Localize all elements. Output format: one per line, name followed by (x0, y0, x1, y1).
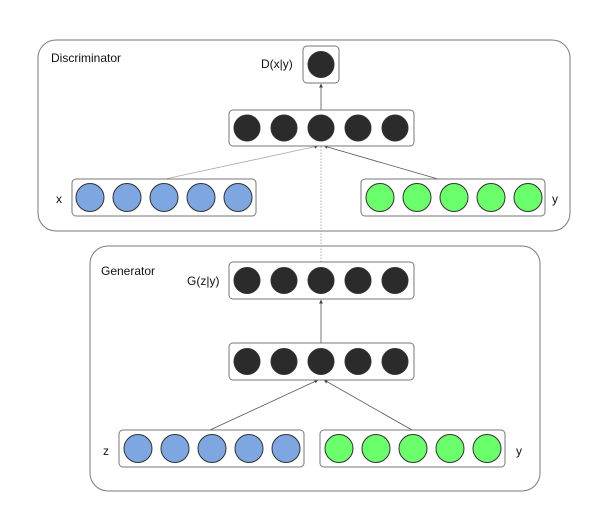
disc-x-node (75, 183, 105, 212)
disc-y-node (513, 183, 543, 212)
gen-z-node (271, 434, 301, 463)
gen-input-y-nodes (324, 434, 502, 463)
disc-hidden-node (344, 114, 372, 142)
disc-output-label: D(x|y) (261, 57, 293, 71)
gen-input-z-nodes (123, 434, 301, 463)
gen-output-node (381, 267, 409, 294)
disc-hidden-nodes (233, 114, 409, 142)
disc-input-y-label: y (552, 192, 558, 206)
gen-input-y-label: y (516, 444, 522, 458)
gen-hidden-node (270, 348, 298, 375)
gen-hidden-nodes (233, 348, 409, 375)
disc-y-node (476, 183, 506, 212)
gen-z-node (160, 434, 190, 463)
gen-y-node (398, 434, 428, 463)
edge-y-to-disc-hidden (323, 145, 439, 180)
gen-output-node (344, 267, 372, 294)
gen-hidden-node (233, 348, 261, 375)
disc-x-node (112, 183, 142, 212)
connections (164, 83, 439, 431)
gen-output-node (233, 267, 261, 294)
gen-z-node (197, 434, 227, 463)
edge-z-to-gen-hidden (209, 379, 319, 431)
edge-y-to-gen-hidden (323, 379, 413, 431)
disc-hidden-node (307, 114, 335, 142)
gen-y-node (435, 434, 465, 463)
disc-input-x-nodes (75, 183, 253, 212)
disc-y-node (402, 183, 432, 212)
gen-y-node (472, 434, 502, 463)
gen-output-nodes (233, 267, 409, 294)
gen-hidden-node (381, 348, 409, 375)
gen-input-z-label: z (103, 444, 109, 458)
gen-y-node (324, 434, 354, 463)
discriminator-title: Discriminator (51, 51, 121, 65)
gen-y-node (361, 434, 391, 463)
gen-hidden-node (344, 348, 372, 375)
gen-hidden-node (307, 348, 335, 375)
gen-z-node (234, 434, 264, 463)
disc-x-node (149, 183, 179, 212)
disc-x-node (223, 183, 253, 212)
disc-input-y-nodes (365, 183, 543, 212)
gen-output-node (270, 267, 298, 294)
disc-input-x-label: x (56, 192, 62, 206)
gen-output-label: G(z|y) (187, 274, 219, 288)
disc-y-node (365, 183, 395, 212)
disc-x-node (186, 183, 216, 212)
disc-output-node (307, 51, 335, 78)
gen-output-node (307, 267, 335, 294)
disc-hidden-node (270, 114, 298, 142)
gen-z-node (123, 434, 153, 463)
edge-x-to-disc-hidden (164, 144, 319, 180)
disc-hidden-node (233, 114, 261, 142)
disc-y-node (439, 183, 469, 212)
generator-title: Generator (101, 264, 155, 278)
disc-hidden-node (381, 114, 409, 142)
